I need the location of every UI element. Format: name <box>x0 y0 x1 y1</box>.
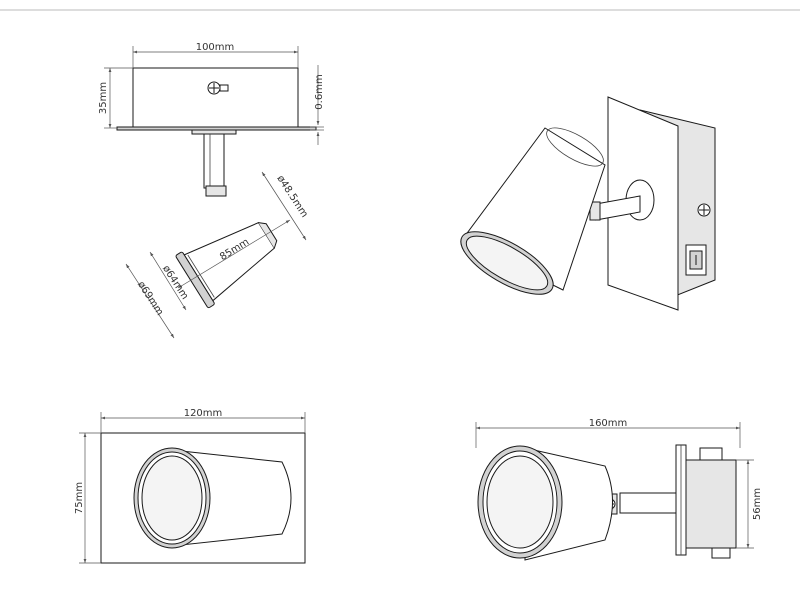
dim-width-top: 120mm <box>184 408 223 419</box>
isometric-view <box>460 96 716 311</box>
dim-height-front: 56mm <box>752 488 763 520</box>
switch-icon <box>685 244 707 276</box>
stem <box>203 133 225 189</box>
stem-collar <box>191 129 237 135</box>
screw-icon <box>207 81 229 95</box>
iso-lamp-head <box>460 127 606 295</box>
front-stem <box>619 492 677 514</box>
dim-head-diameter-small: ø48.5mm <box>274 174 309 220</box>
dim-width-side: 100mm <box>196 42 235 53</box>
top-view: 120mm 75mm <box>74 408 306 564</box>
dim-height-side: 35mm <box>98 82 109 114</box>
mounting-box <box>132 67 299 129</box>
front-lens <box>486 455 554 549</box>
iso-screw-icon <box>697 203 711 217</box>
dim-plate-thickness: 0.6mm <box>314 74 325 109</box>
front-view: 160mm 56mm <box>475 418 763 561</box>
dim-width-front: 160mm <box>589 418 628 429</box>
front-box <box>685 459 737 549</box>
dim-height-top: 75mm <box>74 482 85 514</box>
dim-head-diameter-outer: ø69mm <box>135 280 165 318</box>
side-view: 100mm 35mm 0.6mm ø48.5mm 85mm ø64mm ø69m… <box>98 42 325 339</box>
joint <box>205 185 227 197</box>
top-lens <box>141 455 203 541</box>
